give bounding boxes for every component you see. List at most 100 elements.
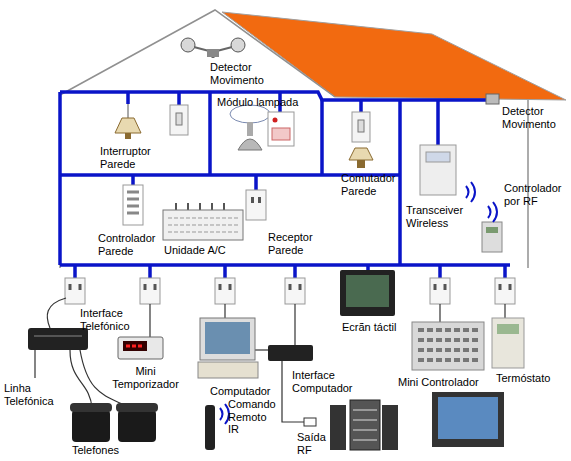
cord — [149, 304, 150, 337]
lamp-head — [181, 38, 195, 52]
handset — [116, 403, 158, 412]
floodlight — [181, 38, 245, 58]
timer-display — [123, 341, 147, 351]
wall-switch — [170, 105, 188, 135]
wave — [488, 202, 497, 222]
wall-controller — [123, 185, 143, 225]
stereo-detail — [353, 410, 377, 440]
cord — [294, 304, 295, 345]
device-label: Controlador por RF — [504, 182, 568, 207]
interface-detail — [34, 335, 82, 337]
device-label: Comando Remoto IR — [228, 398, 280, 436]
device-label: Mini Temporizador — [108, 365, 183, 390]
wave — [220, 404, 229, 424]
rf-display — [486, 227, 498, 233]
ac-unit — [163, 210, 243, 240]
sensor — [207, 49, 219, 57]
wire — [398, 100, 402, 265]
controller-buttons — [127, 192, 139, 213]
television — [432, 392, 504, 447]
wire — [58, 92, 62, 265]
device-label: Módulo lampada — [217, 96, 317, 109]
cord — [224, 304, 225, 318]
touch-screen-display — [346, 275, 389, 307]
lamp-base — [125, 133, 131, 139]
computer-base — [198, 362, 258, 378]
device-label: Interface Telefónico — [80, 307, 138, 332]
device-label: Comutador Parede — [341, 172, 397, 197]
device-label: Interface Computador — [292, 369, 356, 394]
mini-timer — [118, 337, 163, 359]
unit-keys — [176, 203, 224, 210]
outlet — [430, 278, 450, 304]
switch-toggle — [358, 120, 364, 132]
mini-controller — [412, 322, 484, 370]
device-label: Linha Telefónica — [4, 382, 64, 407]
telephone — [118, 410, 156, 442]
handset — [70, 403, 112, 412]
phone-interface — [28, 328, 88, 350]
device-label: Receptor Parede — [268, 231, 324, 256]
transceiver-panel — [426, 152, 450, 162]
device-label: Mini Controlador — [398, 376, 498, 389]
cord — [34, 350, 35, 378]
outlet-slot — [258, 197, 261, 203]
device-label: Detector Movimento — [210, 61, 274, 86]
unit-keypad — [168, 218, 238, 232]
wire — [60, 263, 510, 267]
room-devices — [115, 94, 502, 252]
ir-remote — [205, 405, 215, 450]
outlet — [65, 278, 85, 304]
lamp-cord — [128, 104, 129, 118]
lamp-module — [268, 112, 294, 146]
device-label: Unidade A/C — [164, 244, 242, 257]
computer-interface — [268, 345, 313, 361]
device-label: Interruptor Parede — [100, 145, 162, 170]
outlet-slots — [70, 284, 510, 290]
lamp-base — [238, 139, 262, 150]
device-label: Computador — [210, 385, 282, 398]
lamp-shade — [349, 148, 373, 160]
outlets — [65, 278, 515, 304]
touch-screen — [340, 270, 395, 316]
cord — [504, 304, 505, 318]
roof — [222, 12, 566, 100]
wireless-transceiver — [420, 145, 456, 195]
module-plug — [272, 128, 290, 140]
telephone — [72, 410, 110, 442]
rf-controller — [482, 222, 502, 252]
tv-screen — [438, 397, 498, 439]
speaker — [330, 405, 346, 450]
device-label: Transceiver Wireless — [406, 204, 472, 229]
switch-toggle — [176, 113, 182, 125]
stereo — [350, 400, 380, 450]
wave — [466, 182, 475, 202]
wire — [320, 100, 324, 175]
lamp-base — [357, 160, 365, 168]
wall-receiver — [246, 190, 266, 220]
house-shell — [60, 10, 566, 268]
device-label: Termóstato — [496, 372, 566, 385]
device-label: Controlador Parede — [98, 232, 164, 257]
outlet — [285, 278, 305, 304]
rf-output — [304, 418, 316, 426]
room-appliances — [28, 270, 524, 450]
device-label: Telefones — [72, 444, 142, 457]
outlet — [495, 278, 515, 304]
thermostat — [492, 318, 524, 368]
motion-detector — [486, 94, 499, 104]
lamp-head — [231, 38, 245, 52]
wall-switch — [352, 112, 370, 142]
device-label: Saída RF — [297, 431, 329, 456]
pendant-shade — [115, 118, 141, 133]
cord — [439, 304, 440, 322]
outlet — [140, 278, 160, 304]
power-wiring — [60, 92, 510, 278]
wire — [75, 265, 505, 278]
thermostat-display — [497, 324, 519, 334]
cord — [255, 349, 268, 350]
controller-keys — [418, 330, 478, 360]
device-label: Detector Movimento — [502, 105, 564, 130]
